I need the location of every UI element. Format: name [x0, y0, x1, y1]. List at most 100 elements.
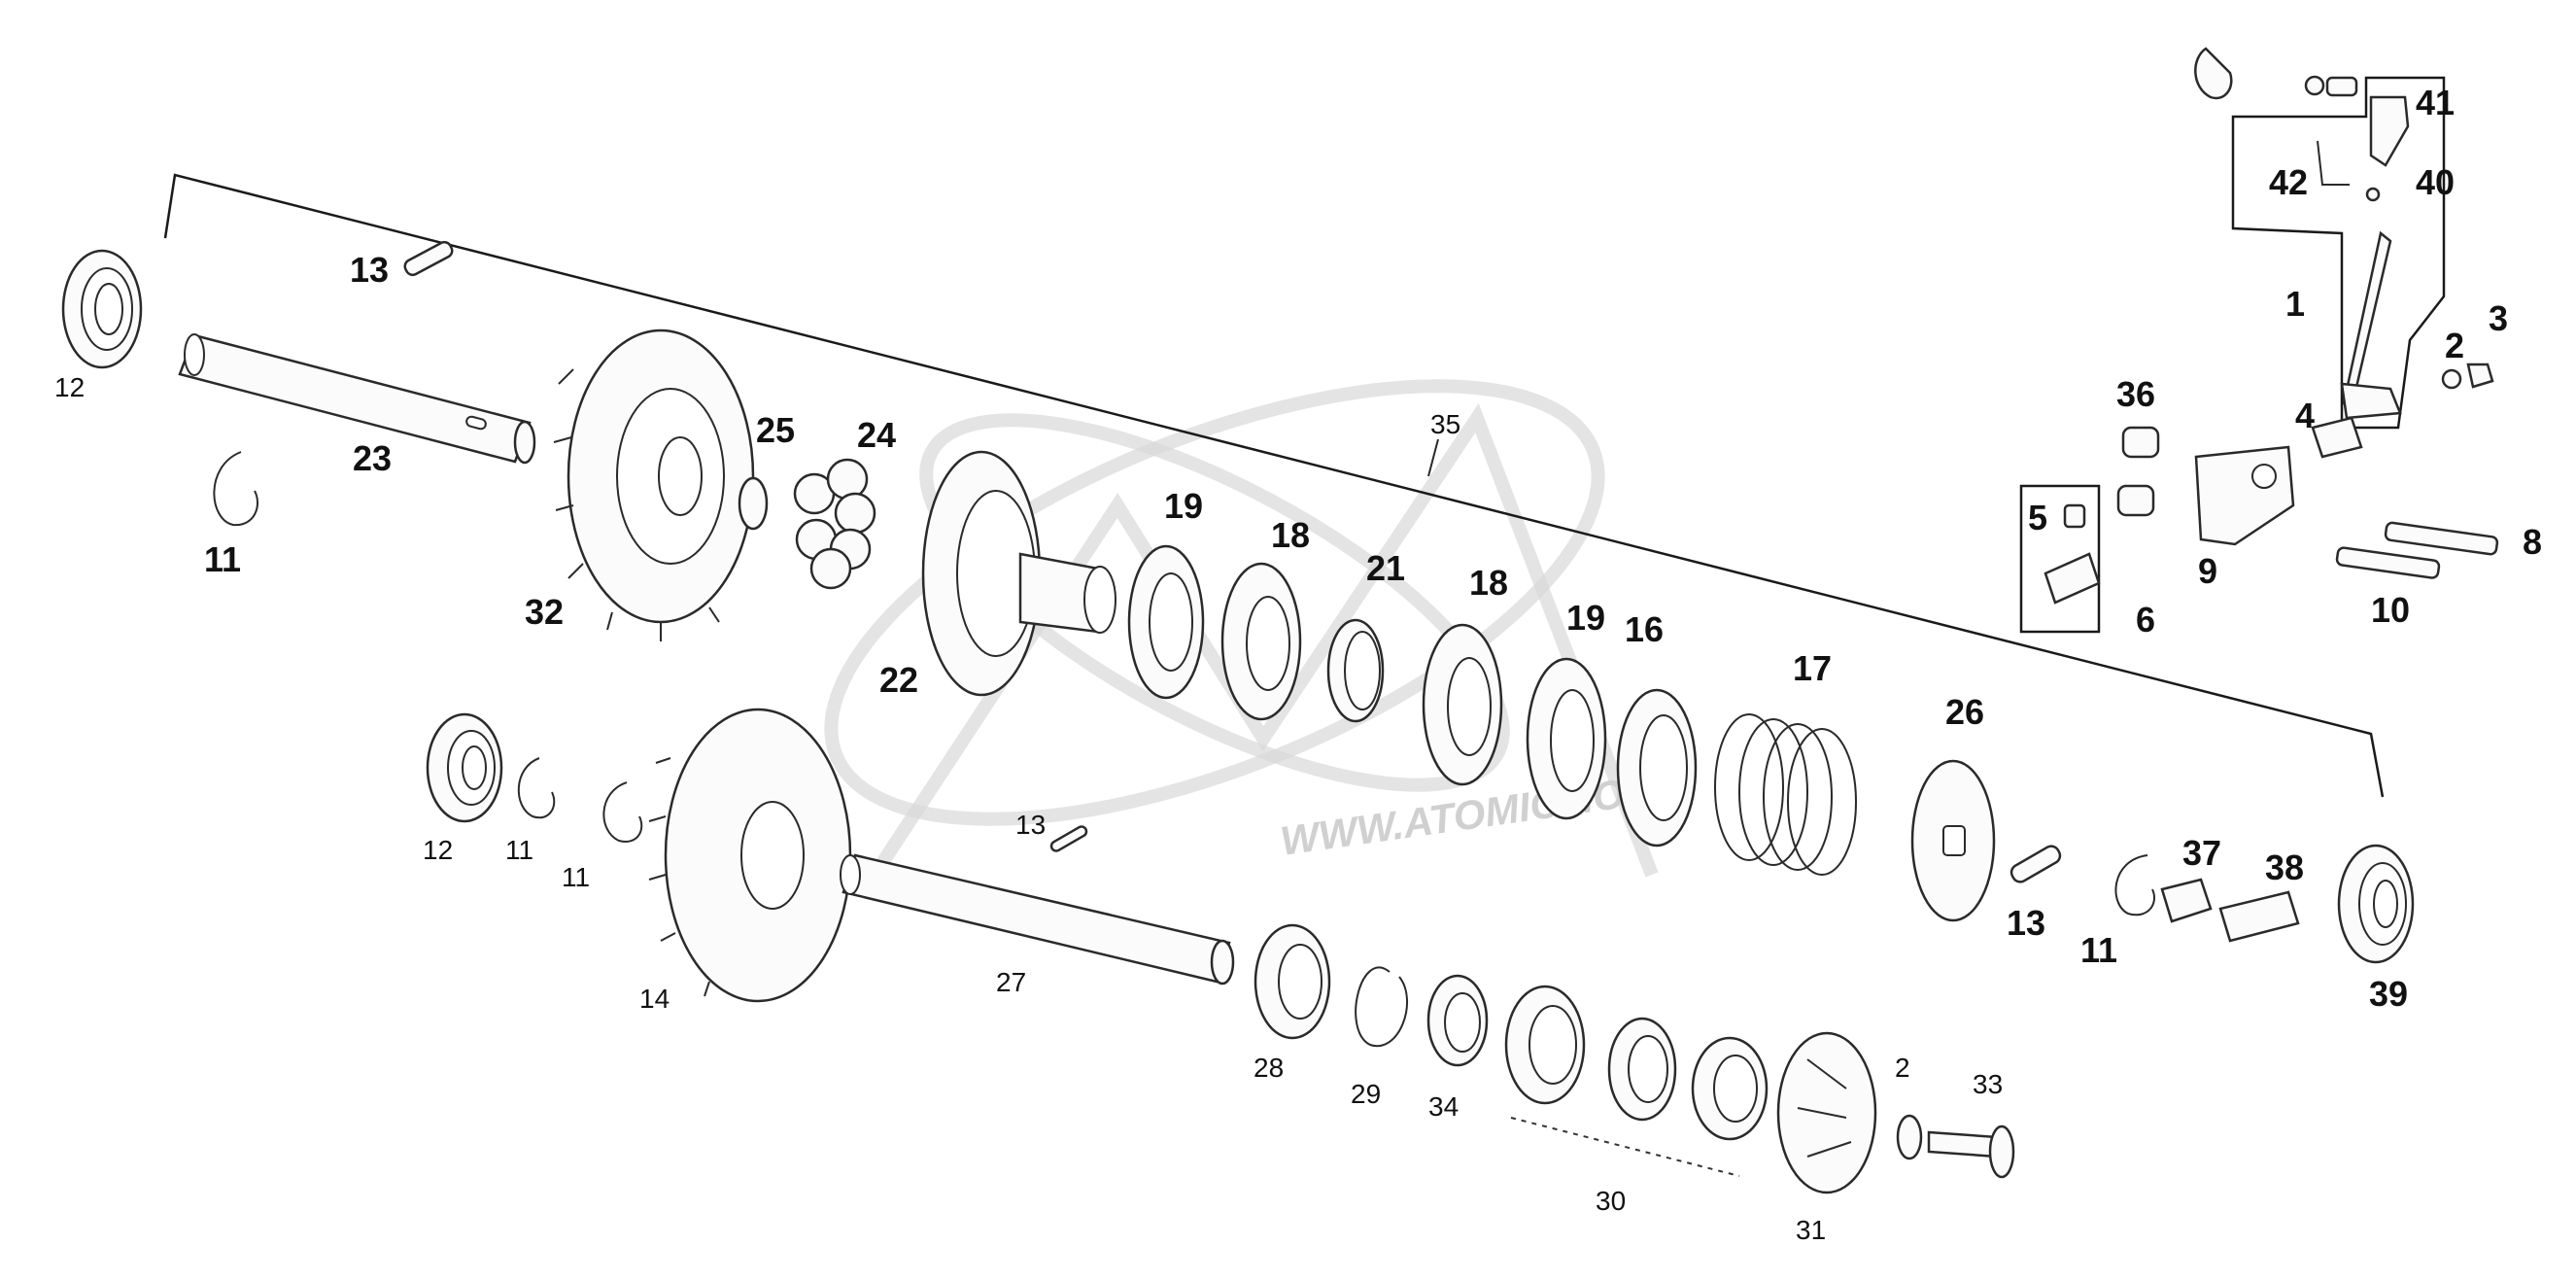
part-label-p19a: 19: [1164, 486, 1203, 526]
part-label-p25: 25: [756, 410, 795, 450]
bush-36-b: [2116, 484, 2155, 517]
washer-top: [2304, 75, 2325, 96]
part-label-p37: 37: [2182, 833, 2221, 873]
bolt-33: [1927, 1124, 2015, 1179]
part-label-p6: 6: [2136, 600, 2155, 640]
bolt-38: [2218, 890, 2300, 943]
part-label-p22: 22: [879, 660, 918, 700]
part-label-p14: 14: [639, 984, 670, 1014]
washer-2: [2441, 368, 2462, 390]
needle-bearing-19-b: [1526, 657, 1607, 820]
part-label-p36: 36: [2116, 374, 2155, 414]
part-label-p18a: 18: [1271, 515, 1310, 555]
bearing-12-upper: [61, 249, 143, 369]
part-label-p11b: 11: [505, 835, 533, 865]
washer-2-lower: [1896, 1114, 1923, 1160]
ring-16: [1616, 688, 1698, 848]
pin-13-lower: [1049, 825, 1088, 852]
nut-3: [2466, 363, 2494, 389]
part-label-p11c: 11: [562, 862, 590, 892]
nut-37: [2160, 878, 2213, 923]
circlip-11-lower-a: [517, 757, 556, 819]
part-label-p30: 30: [1596, 1186, 1626, 1216]
part-label-p38: 38: [2265, 848, 2304, 887]
part-label-p4: 4: [2295, 396, 2315, 435]
balls-24: [793, 458, 876, 590]
part-label-p12a: 12: [54, 372, 85, 402]
part-label-p16: 16: [1625, 609, 1664, 649]
part-6: [2044, 552, 2101, 605]
impeller-31: [1776, 1031, 1877, 1194]
bearing-28: [1254, 923, 1331, 1040]
washer-18-b: [1422, 623, 1503, 786]
part-label-p27: 27: [996, 967, 1026, 997]
lever-base: [2340, 382, 2402, 420]
shaft-27: [840, 853, 1235, 986]
spring-17: [1714, 713, 1857, 876]
part-label-p1: 1: [2285, 284, 2305, 324]
circlip-11-upper: [213, 451, 259, 527]
item-30-leader: [1510, 1117, 1740, 1177]
part-label-p42: 42: [2269, 162, 2308, 202]
pin-42: [2317, 140, 2350, 186]
part-label-p5: 5: [2028, 498, 2047, 537]
bolt-8: [2384, 521, 2499, 556]
part-5: [2063, 503, 2086, 529]
seal-30-b: [1607, 1017, 1677, 1122]
part-label-p32: 32: [525, 592, 564, 632]
part-label-p41: 41: [2416, 83, 2455, 122]
sprocket-32: [553, 329, 755, 641]
part-label-p2a: 2: [2445, 326, 2464, 365]
bolt-10: [2335, 546, 2441, 579]
part-label-p40: 40: [2416, 162, 2455, 202]
circlip-11-right: [2114, 854, 2155, 917]
ball-joint-41: [2369, 95, 2410, 167]
bush-36-a: [2121, 426, 2160, 459]
part-label-p39: 39: [2369, 974, 2408, 1014]
part-label-p11d: 11: [2080, 930, 2117, 970]
shaft-23: [178, 333, 536, 465]
washer-25: [738, 476, 769, 531]
part-label-p12b: 12: [423, 835, 453, 865]
part-label-p23: 23: [353, 438, 392, 478]
part-label-p34: 34: [1428, 1091, 1459, 1122]
part-label-p31: 31: [1796, 1215, 1826, 1245]
needle-bearing-19-a: [1127, 544, 1205, 700]
assembly-bracket: [163, 173, 2385, 798]
part-label-p18b: 18: [1469, 563, 1508, 603]
washer-18-a: [1220, 562, 1302, 721]
circlip-29: [1355, 966, 1408, 1048]
part-label-p24: 24: [857, 415, 896, 455]
part-label-p11a: 11: [204, 539, 241, 579]
washer-34: [1426, 974, 1489, 1067]
seal-30-c: [1691, 1036, 1769, 1141]
gear-14: [648, 708, 852, 1003]
part-label-p26: 26: [1945, 692, 1984, 732]
bracket-9: [2194, 445, 2295, 546]
part-label-p13a: 13: [350, 250, 389, 290]
bearing-12-lower: [426, 712, 503, 823]
part-label-p29: 29: [1351, 1079, 1381, 1109]
bushing-21: [1326, 618, 1385, 723]
part-label-p28: 28: [1254, 1053, 1284, 1083]
plate-26: [1910, 759, 1996, 922]
part-label-p21: 21: [1366, 548, 1405, 588]
linkage-box: [2231, 76, 2446, 430]
part-label-p13c: 13: [2007, 903, 2045, 943]
part-label-p2b: 2: [1895, 1053, 1910, 1083]
part-label-p35: 35: [1430, 409, 1460, 439]
part-top-left-cap: [2194, 47, 2233, 100]
small-bolt-top: [2325, 76, 2358, 97]
part-label-p3: 3: [2489, 298, 2508, 338]
part-label-p9: 9: [2198, 551, 2217, 591]
seal-30-a: [1504, 985, 1586, 1105]
pin-13-right: [2009, 845, 2062, 883]
bearing-39: [2337, 844, 2415, 964]
part-label-p19b: 19: [1566, 598, 1605, 638]
part-label-p8: 8: [2523, 522, 2542, 562]
drum-22: [921, 450, 1116, 697]
part-label-p10: 10: [2371, 590, 2410, 630]
